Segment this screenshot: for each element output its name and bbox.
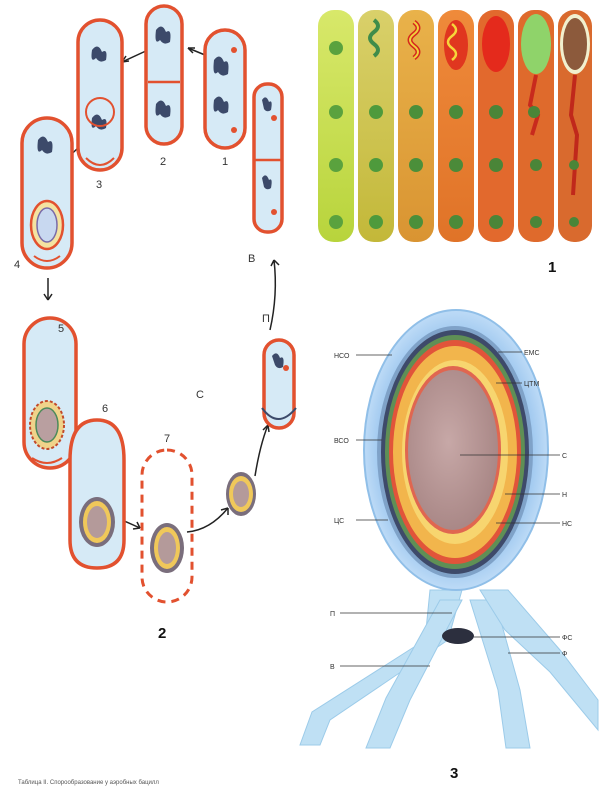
panel-1-number: 1: [548, 259, 556, 276]
spore-label-n: Н: [562, 492, 567, 499]
spore-label-ts: ЦС: [334, 518, 344, 525]
phase-label-v: В: [248, 253, 255, 265]
cycle-stage-v-cells: [254, 84, 282, 232]
rod-cell-5: [478, 10, 514, 242]
panel-3-spore: НСО ВСО ЦС ЕМС ЦТМ С Н НС П ФС В Ф 3: [300, 310, 598, 782]
panel-2-cycle: 3 2 1 4 5 6 7 В П С 2: [14, 6, 296, 642]
stage-label-4: 4: [14, 259, 20, 271]
stage-label-7: 7: [164, 433, 170, 445]
cycle-stage-p-cell: [262, 340, 296, 428]
figure-caption: Таблица II. Спорообразование у аэробных …: [18, 780, 159, 786]
phase-label-p: П: [262, 313, 270, 325]
cycle-free-spore: [226, 472, 256, 516]
spore-label-vso: ВСО: [334, 438, 349, 445]
rod-cell-7: [558, 10, 592, 242]
stage-label-1: 1: [222, 156, 228, 168]
cycle-stage-4-cell: [22, 118, 72, 268]
spore-appendages: [300, 590, 598, 748]
spore-label-tsgm: ЦТМ: [524, 381, 539, 388]
rod-cell-6: [518, 10, 554, 242]
spore-label-p: П: [330, 611, 335, 618]
rod-cell-2: [358, 10, 394, 242]
spore-germ-pore: [442, 628, 474, 644]
panel-1-rods: 1: [318, 10, 592, 276]
panel-3-number: 3: [450, 765, 458, 782]
cycle-stage-1-cell: [205, 30, 245, 148]
panel-2-number: 2: [158, 625, 166, 642]
cycle-stage-6-cell: [70, 420, 124, 568]
rod-cell-3: [398, 10, 434, 242]
rod-cell-1: [318, 10, 354, 242]
spore-label-fs: ФС: [562, 635, 572, 642]
spore-label-c: С: [562, 453, 567, 460]
cycle-stage-7-cell: [142, 450, 192, 602]
cycle-stage-3-cell: [78, 20, 122, 170]
spore-label-v: В: [330, 664, 335, 671]
spore-label-ems: ЕМС: [524, 350, 540, 357]
stage-label-2: 2: [160, 156, 166, 168]
stage-label-6: 6: [102, 403, 108, 415]
stage-label-3: 3: [96, 179, 102, 191]
spore-core: [408, 370, 498, 530]
spore-label-ns: НС: [562, 521, 572, 528]
cycle-stage-5-cell: [24, 318, 76, 468]
cycle-stage-2-cell: [146, 6, 182, 144]
spore-label-f: Ф: [562, 651, 567, 658]
spore-label-nso: НСО: [334, 353, 350, 360]
stage-label-5: 5: [58, 323, 64, 335]
rod-cell-4: [438, 10, 474, 242]
phase-label-s: С: [196, 389, 204, 401]
